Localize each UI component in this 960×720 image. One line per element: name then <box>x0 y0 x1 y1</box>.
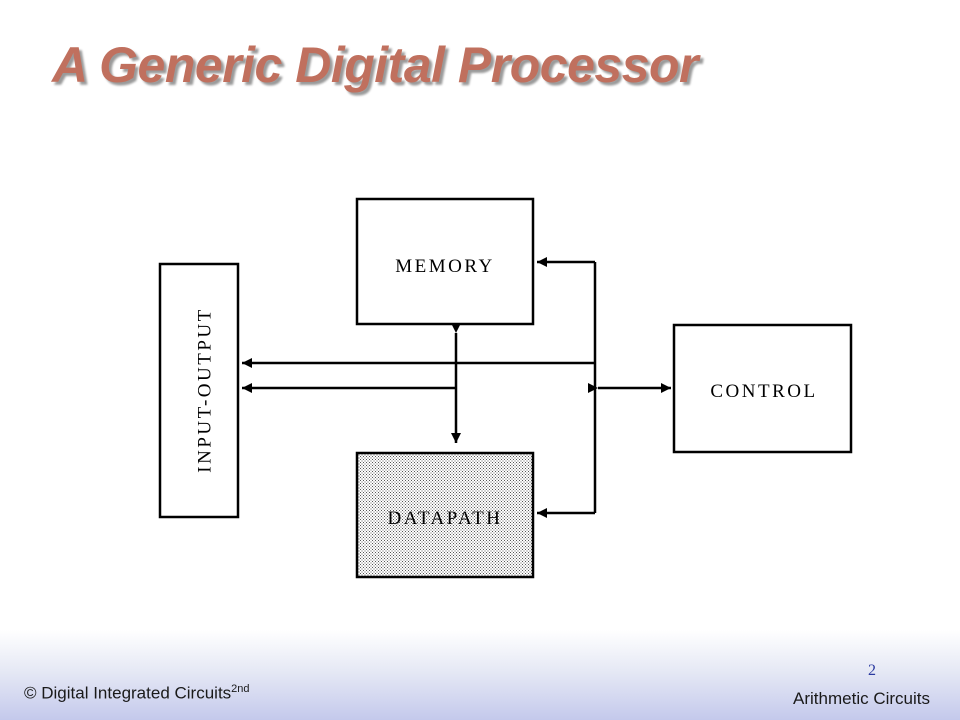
slide-footer: © Digital Integrated Circuits2nd 2 Arith… <box>0 630 960 720</box>
processor-block-diagram: MEMORY DATAPATH CONTROL INPUT-OUTPUT <box>158 197 853 579</box>
input-output-block: INPUT-OUTPUT <box>158 262 240 519</box>
datapath-label: DATAPATH <box>388 508 503 529</box>
input-output-label: INPUT-OUTPUT <box>194 307 215 472</box>
edition-superscript: 2nd <box>231 683 250 695</box>
copyright-notice: © Digital Integrated Circuits2nd <box>24 683 250 704</box>
memory-block: MEMORY <box>355 197 535 326</box>
datapath-block: DATAPATH <box>355 451 535 579</box>
page-number: 2 <box>868 662 876 679</box>
connections <box>242 257 671 518</box>
slide-title: A Generic Digital Processor <box>52 37 699 93</box>
copyright-text: © Digital Integrated Circuits <box>24 683 232 703</box>
control-block: CONTROL <box>672 323 853 454</box>
footer-topic: Arithmetic Circuits <box>793 689 930 708</box>
control-label: CONTROL <box>710 381 817 402</box>
memory-label: MEMORY <box>395 256 494 277</box>
